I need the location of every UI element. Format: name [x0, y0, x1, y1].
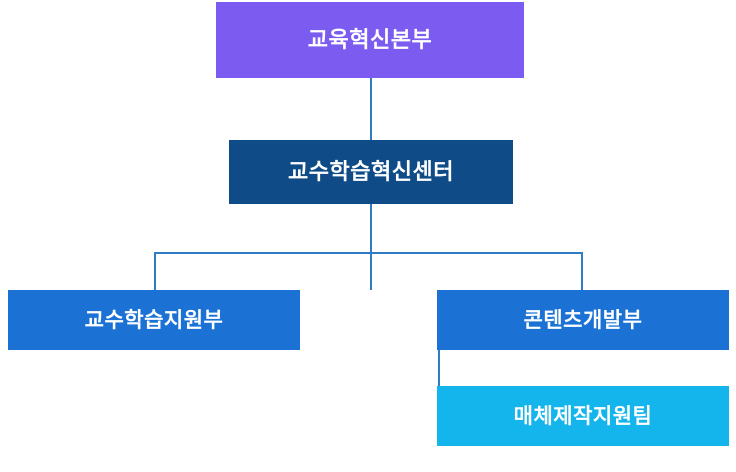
org-node-media-label: 매체제작지원팀	[513, 404, 653, 428]
org-node-center[interactable]: 교수학습혁신센터	[229, 140, 513, 204]
connector-bus-to-content	[581, 252, 583, 290]
org-node-media[interactable]: 매체제작지원팀	[437, 386, 729, 446]
org-node-root-label: 교육혁신본부	[307, 27, 433, 52]
connector-center-bus	[154, 252, 582, 254]
connector-center-stem	[370, 204, 372, 290]
connector-content-to-media	[438, 350, 440, 386]
org-node-content[interactable]: 콘텐츠개발부	[437, 290, 729, 350]
org-node-center-label: 교수학습혁신센터	[288, 159, 454, 184]
org-node-root[interactable]: 교육혁신본부	[216, 2, 524, 78]
connector-bus-to-support	[154, 252, 156, 290]
org-node-support-label: 교수학습지원부	[84, 308, 224, 332]
connector-root-to-center	[370, 78, 372, 140]
org-node-support[interactable]: 교수학습지원부	[8, 290, 300, 350]
org-node-content-label: 콘텐츠개발부	[523, 308, 643, 332]
